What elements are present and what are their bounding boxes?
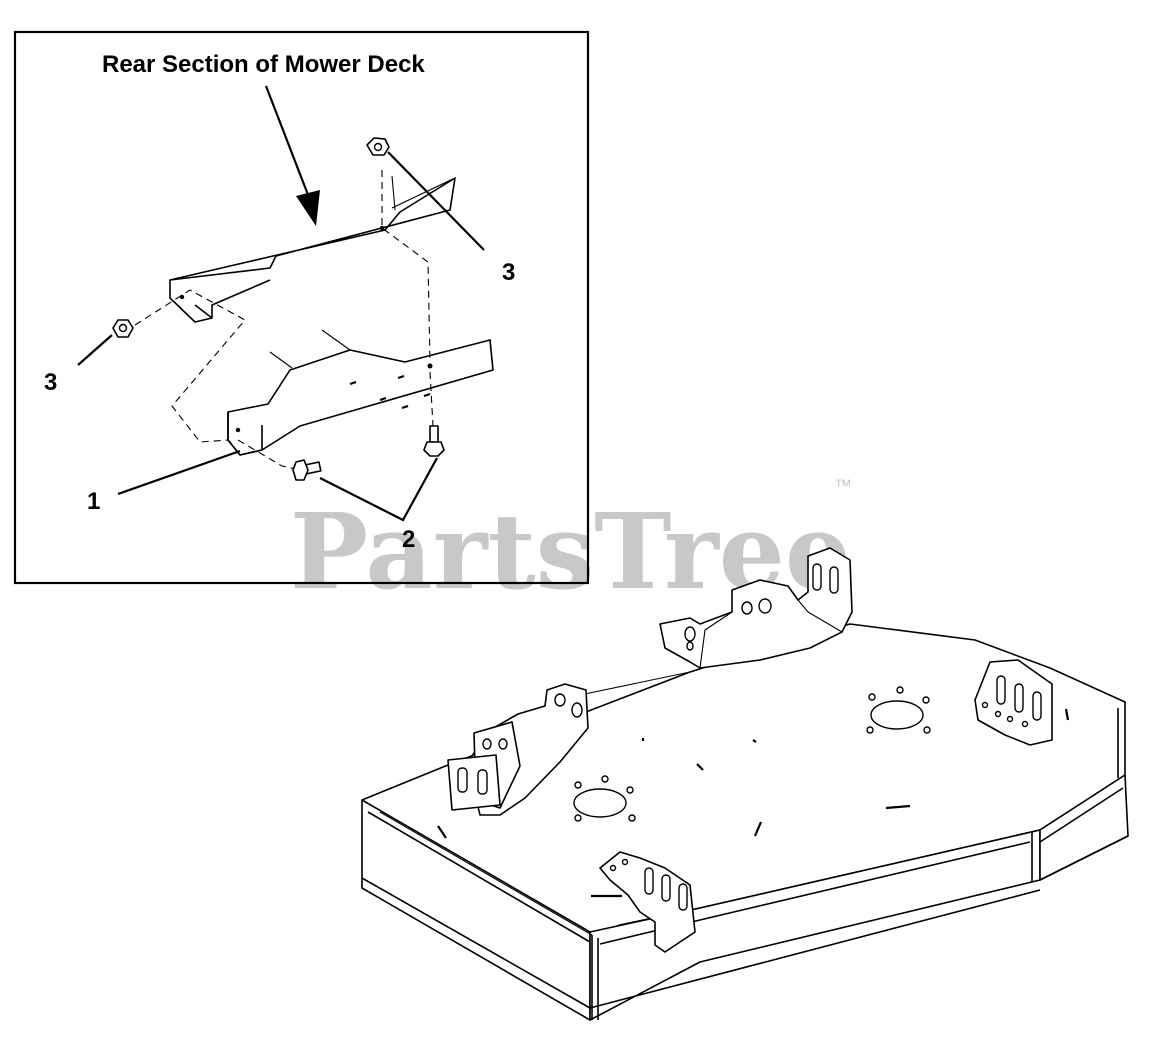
spindle-hole-right [866,686,931,734]
mounting-bracket-center-rear [659,547,853,669]
mounting-bracket-front [591,851,696,953]
hex-nut-left [112,319,134,338]
baffle-bracket-part-1 [227,329,494,456]
callout-3-right: 3 [502,259,515,286]
callout-1: 1 [87,488,100,515]
callout-3-left: 3 [44,369,57,396]
leader-lines [77,151,485,522]
inset-rear-section: Rear Section of Mower Deck [13,30,590,585]
hex-nut-top [366,137,390,156]
mounting-bracket-right-rear [974,659,1053,746]
inset-border [13,30,590,585]
bolt-vertical [423,425,445,457]
bolt-horizontal [292,459,322,481]
mower-deck [361,547,1129,1021]
callout-2: 2 [402,526,415,553]
watermark-trademark: ™ [834,476,852,496]
spindle-hole-left [573,775,636,822]
upper-deck-section [169,175,456,323]
mounting-bracket-left-rear [447,683,589,816]
inset-title: Rear Section of Mower Deck [102,51,425,78]
pointer-arrow [264,85,320,226]
